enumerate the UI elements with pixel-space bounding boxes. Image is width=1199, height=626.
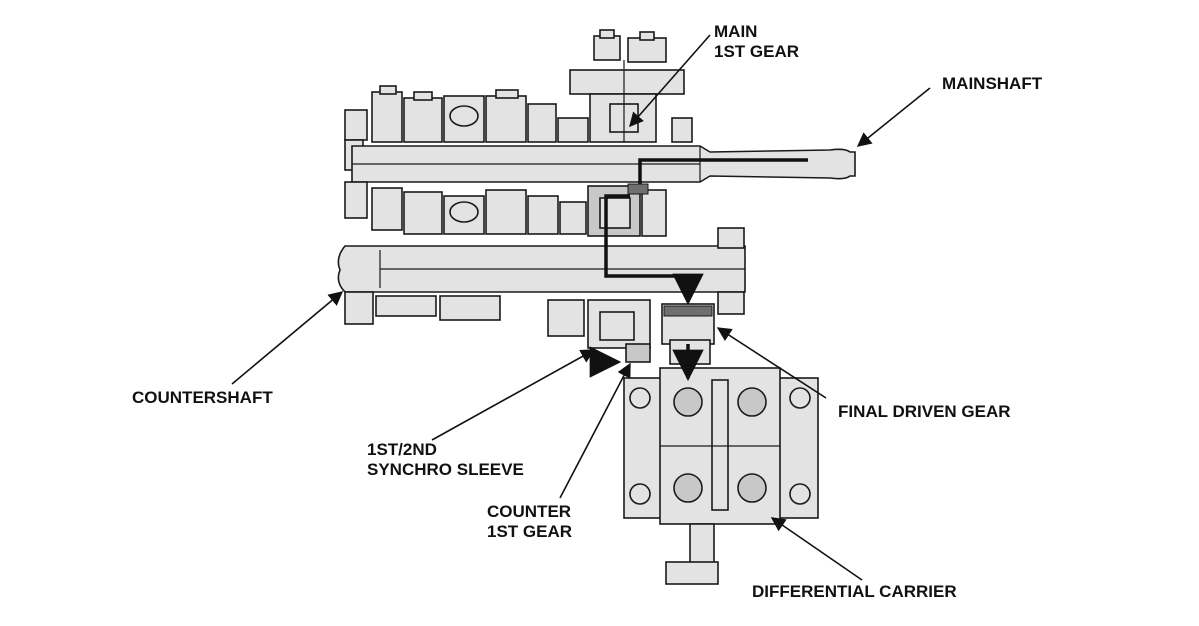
label-differential-carrier: DIFFERENTIAL CARRIER	[752, 582, 957, 601]
label-mainshaft: MAINSHAFT	[942, 74, 1043, 93]
label-synchro-sleeve: 1ST/2ND SYNCHRO SLEEVE	[367, 440, 524, 479]
main-1st-gear	[569, 29, 693, 143]
counter-1st-gear	[587, 299, 651, 349]
label-main-1st-gear: MAIN 1ST GEAR	[714, 22, 800, 61]
label-countershaft: COUNTERSHAFT	[132, 388, 273, 407]
countershaft-assembly	[337, 181, 746, 363]
leader-lines	[231, 34, 931, 581]
power-flow	[589, 158, 808, 382]
differential-carrier	[623, 367, 819, 585]
label-final-driven-gear: FINAL DRIVEN GEAR	[838, 402, 1011, 421]
synchro-sleeve	[625, 343, 651, 363]
label-counter-1st-gear: COUNTER 1ST GEAR	[487, 502, 573, 541]
mainshaft-assembly	[344, 29, 856, 183]
mainshaft-gears	[371, 85, 589, 143]
